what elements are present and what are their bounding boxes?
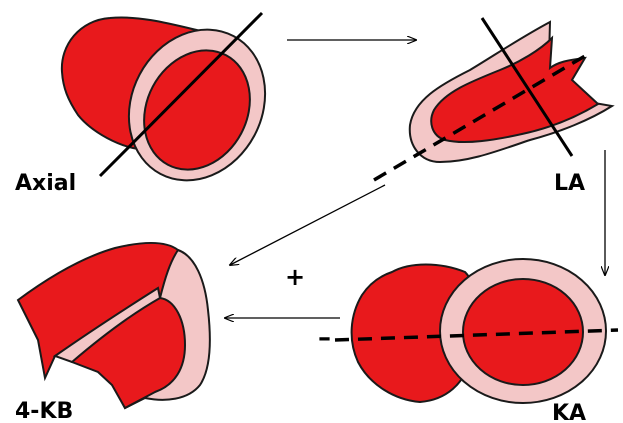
4kb-heart-illustration [18,243,210,408]
la-heart-illustration [374,18,612,180]
arrow-la-to-4kb [230,185,385,265]
ka-label: KA [552,401,586,423]
plus-sign: + [285,263,305,291]
4kb-label: 4-KB [15,399,73,423]
la-label: LA [554,171,585,196]
axial-heart-illustration [62,6,291,205]
ka-heart-illustration [335,259,618,403]
minus-sign: – [318,323,331,353]
axial-label: Axial [15,171,76,196]
